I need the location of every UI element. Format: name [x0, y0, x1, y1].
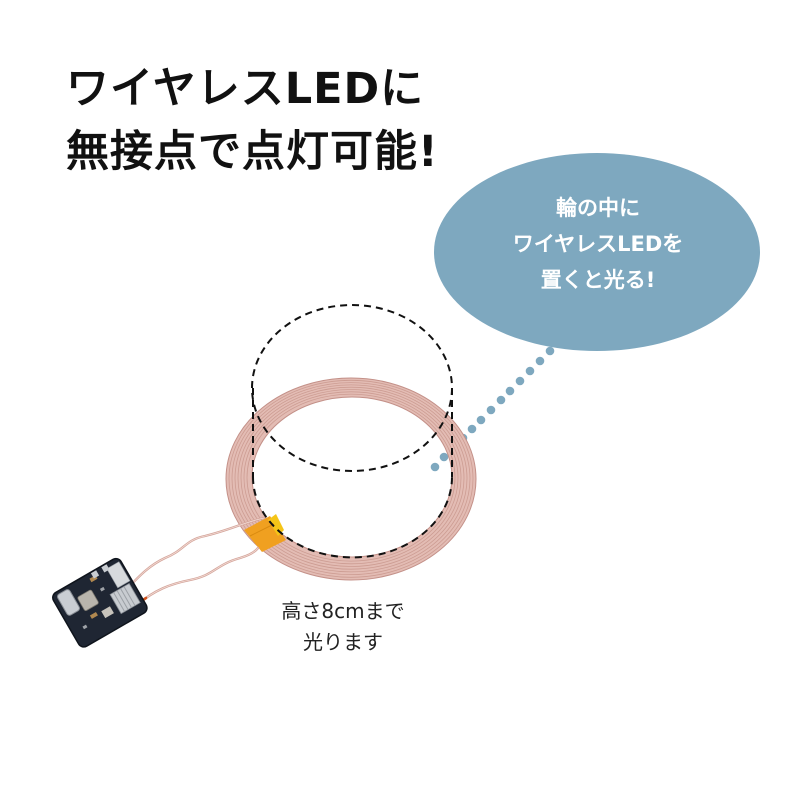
headline-line-1: ワイヤレスLEDに: [66, 64, 425, 114]
coil-wires: [118, 516, 266, 610]
speech-bubble: [434, 153, 760, 351]
headline: ワイヤレスLEDに 無接点で点灯可能!: [66, 58, 439, 184]
bubble-line-1: 輪の中に: [556, 196, 640, 220]
bubble-line-2: ワイヤレスLEDを: [512, 232, 684, 256]
bubble-line-3: 置くと光る!: [540, 268, 656, 292]
caption-line-1: 高さ8cmまで: [281, 599, 405, 623]
wireless-coil: [225, 377, 477, 581]
pcb-module: [52, 557, 148, 648]
bubble-text: 輪の中に ワイヤレスLEDを 置くと光る!: [435, 190, 761, 298]
heatsink: [109, 582, 141, 615]
caption-line-2: 光ります: [303, 630, 383, 654]
range-cylinder: [251, 304, 453, 559]
range-caption: 高さ8cmまで 光ります: [258, 596, 428, 658]
headline-line-2: 無接点で点灯可能!: [66, 127, 439, 177]
usb-c-port: [57, 589, 80, 616]
kapton-tape: [244, 514, 286, 552]
